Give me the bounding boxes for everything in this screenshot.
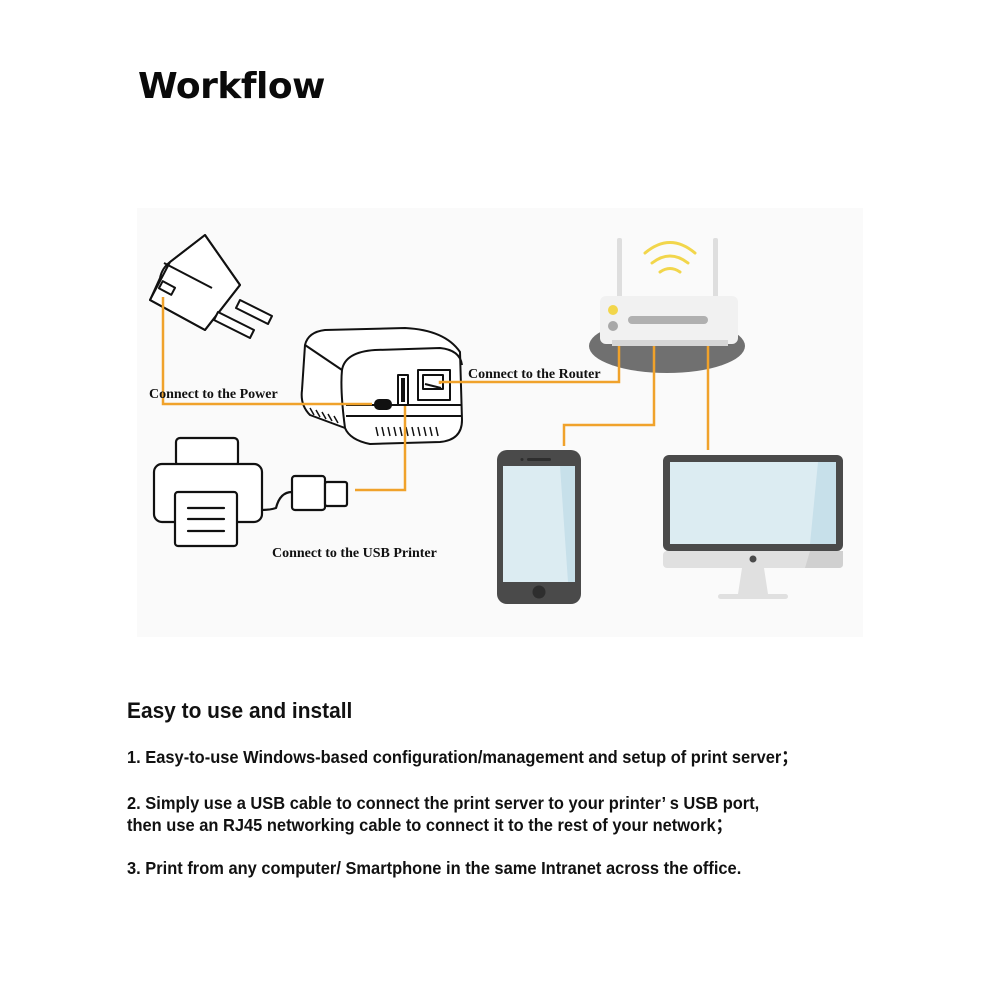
wifi-router-icon — [589, 238, 745, 373]
usb-connector-line — [355, 406, 407, 492]
wifi-icon — [643, 241, 697, 274]
connector-lines — [161, 297, 710, 492]
usb-printer-label: Connect to the USB Printer — [272, 546, 437, 561]
router-label: Connect to the Router — [468, 367, 601, 382]
power-adapter-icon — [149, 234, 273, 339]
power-label: Connect to the Power — [149, 387, 278, 402]
usb-plug-icon — [260, 474, 349, 512]
feature-item: 3. Print from any computer/ Smartphone i… — [127, 858, 742, 878]
features-title: Easy to use and install — [127, 698, 353, 723]
page-title: Workflow — [138, 66, 325, 107]
monitor-icon — [663, 455, 843, 599]
feature-item: 2. Simply use a USB cable to connect the… — [127, 793, 760, 835]
router-connector-line — [438, 346, 621, 384]
printer-icon — [152, 436, 264, 548]
smartphone-icon — [497, 450, 581, 604]
print-server-icon — [300, 327, 463, 445]
feature-item: 1. Easy-to-use Windows-based configurati… — [127, 747, 798, 767]
phone-connector-line — [562, 346, 656, 446]
power-connector-line — [161, 297, 372, 406]
